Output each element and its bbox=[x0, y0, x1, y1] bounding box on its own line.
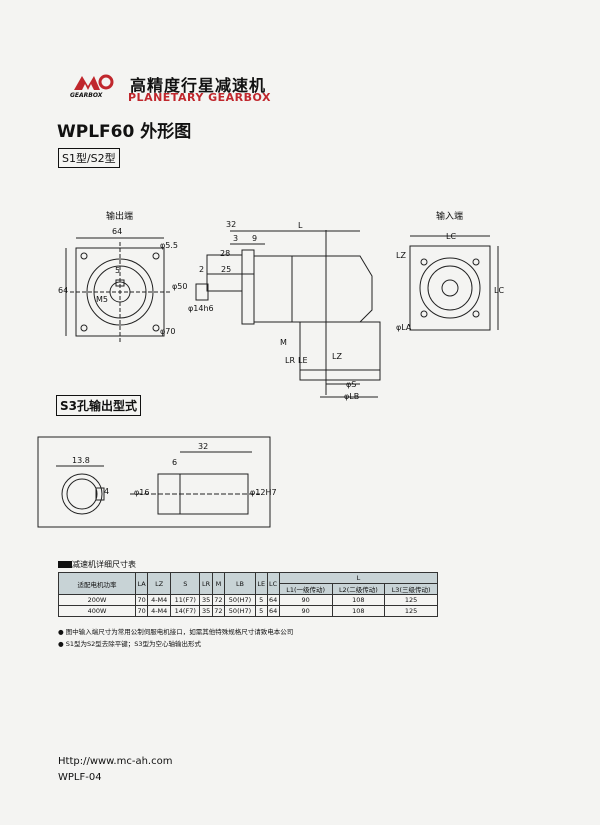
note-text: S1型为S2型去除平键；S3型为空心轴输出形式 bbox=[65, 640, 202, 648]
table-cell: 70 bbox=[134, 605, 149, 617]
dim-output-pcd: φ70 bbox=[160, 327, 176, 336]
dim-side-M: M bbox=[280, 338, 287, 347]
dim-s3-13-8: 13.8 bbox=[72, 456, 90, 465]
table-title: 减速机详细尺寸表 bbox=[72, 560, 136, 569]
technical-drawing bbox=[37, 230, 499, 528]
header-cell: LB bbox=[224, 572, 256, 595]
brand-name-en: PLANETARY GEARBOX bbox=[128, 91, 271, 104]
table-cell: 50(H7) bbox=[224, 605, 256, 617]
logo-mark-icon bbox=[74, 74, 114, 90]
table-cell: 200W bbox=[58, 594, 136, 606]
table-cell: 35 bbox=[199, 594, 213, 606]
table-cell: 90 bbox=[278, 605, 333, 617]
note-2: ● S1型为S2型去除平键；S3型为空心轴输出形式 bbox=[58, 640, 202, 648]
dim-s3-6: 6 bbox=[172, 458, 178, 467]
output-end-label: 输出端 bbox=[106, 212, 134, 222]
table-cell: 4-M4 bbox=[147, 605, 172, 617]
dim-output-hole: φ5.5 bbox=[160, 241, 178, 250]
table-cell: 108 bbox=[331, 605, 386, 617]
dim-input-lc-side: LC bbox=[494, 286, 505, 295]
footer-code: WPLF-04 bbox=[58, 772, 102, 783]
brand-name-cn: 高精度行星减速机 bbox=[130, 76, 267, 95]
header-cell: LR bbox=[199, 572, 213, 595]
dim-side-3: 3 bbox=[233, 234, 239, 243]
dim-s3-32: 32 bbox=[198, 442, 209, 451]
sub-header-cell: L2(二级传动) bbox=[331, 583, 386, 595]
table-cell: 50(H7) bbox=[224, 594, 256, 606]
footer-url[interactable]: Http://www.mc-ah.com bbox=[58, 756, 173, 767]
dim-side-LR: LR bbox=[285, 356, 296, 365]
table-cell: 108 bbox=[331, 594, 386, 606]
dim-input-la: φLA bbox=[396, 323, 412, 332]
table-cell: 64 bbox=[266, 605, 280, 617]
dim-input-lz: LZ bbox=[396, 251, 406, 260]
table-cell: 90 bbox=[278, 594, 333, 606]
dim-side-LE: LE bbox=[298, 356, 308, 365]
header-cell: M bbox=[211, 572, 226, 595]
dim-side-9: 9 bbox=[252, 234, 258, 243]
table-row: 200W 70 4-M4 11(F7) 35 72 50(H7) 5 64 90… bbox=[58, 594, 438, 606]
table-cell: 5 bbox=[254, 605, 268, 617]
dim-side-LB: φLB bbox=[344, 392, 360, 401]
dim-output-height: 64 bbox=[58, 286, 69, 295]
dim-s3-bore: φ16 bbox=[134, 488, 150, 497]
note-1: ● 图中输入端尺寸为常用公制伺服电机接口，如需其他特殊规格尺寸请致电本公司 bbox=[58, 628, 294, 636]
dim-output-key: 5 bbox=[115, 266, 121, 275]
header-cell: LE bbox=[254, 572, 268, 595]
table-cell: 400W bbox=[58, 605, 136, 617]
dim-output-tap: M5 bbox=[96, 295, 108, 304]
dim-side-S: φS bbox=[346, 380, 357, 389]
spec-table: 适配电机功率 LA LZ S LR M LB LE LC L L1(一级传动) … bbox=[58, 572, 439, 617]
page-title: WPLF60 外形图 bbox=[57, 122, 192, 142]
table-title-marker bbox=[58, 561, 72, 568]
table-cell: 125 bbox=[384, 605, 438, 617]
logo-text: GEARBOX bbox=[70, 92, 103, 99]
table-cell: 35 bbox=[199, 605, 213, 617]
table-cell: 64 bbox=[266, 594, 280, 606]
dim-s3-4: 4 bbox=[104, 487, 110, 496]
dim-side-2: 2 bbox=[199, 265, 205, 274]
table-row: 400W 70 4-M4 14(F7) 35 72 50(H7) 5 64 90… bbox=[58, 605, 438, 617]
sub-header-cell: L1(一级传动) bbox=[278, 583, 333, 595]
dim-input-lc-top: LC bbox=[446, 232, 457, 241]
header-cell: LA bbox=[134, 572, 149, 595]
table-cell: 70 bbox=[134, 594, 149, 606]
table-cell: 72 bbox=[211, 605, 226, 617]
brand-logo: GEARBOX bbox=[70, 72, 122, 102]
header-cell: 适配电机功率 bbox=[58, 572, 136, 595]
dim-side-28: 28 bbox=[220, 249, 231, 258]
table-cell: 125 bbox=[384, 594, 438, 606]
note-text: 图中输入端尺寸为常用公制伺服电机接口，如需其他特殊规格尺寸请致电本公司 bbox=[65, 628, 294, 636]
header-cell: LZ bbox=[147, 572, 172, 595]
table-cell: 11(F7) bbox=[170, 594, 201, 606]
dim-side-L: L bbox=[298, 221, 303, 230]
input-end-label: 输入端 bbox=[436, 212, 464, 222]
header-cell: LC bbox=[266, 572, 280, 595]
dim-output-width: 64 bbox=[112, 227, 123, 236]
dim-side-pilot: φ50 bbox=[172, 282, 188, 291]
table-cell: 5 bbox=[254, 594, 268, 606]
dim-side-LZ: LZ bbox=[332, 352, 342, 361]
dim-side-25: 25 bbox=[221, 265, 232, 274]
header-cell: S bbox=[170, 572, 201, 595]
sub-header-cell: L3(三级传动) bbox=[384, 583, 438, 595]
dim-side-32: 32 bbox=[226, 220, 237, 229]
dim-s3-fit: φ12H7 bbox=[250, 488, 277, 497]
table-cell: 14(F7) bbox=[170, 605, 201, 617]
s3-title: S3孔输出型式 bbox=[56, 395, 141, 416]
table-cell: 4-M4 bbox=[147, 594, 172, 606]
header-cell: L bbox=[278, 572, 439, 584]
type-tag: S1型/S2型 bbox=[58, 148, 120, 168]
table-cell: 72 bbox=[211, 594, 226, 606]
dim-side-shaft: φ14h6 bbox=[188, 304, 214, 313]
